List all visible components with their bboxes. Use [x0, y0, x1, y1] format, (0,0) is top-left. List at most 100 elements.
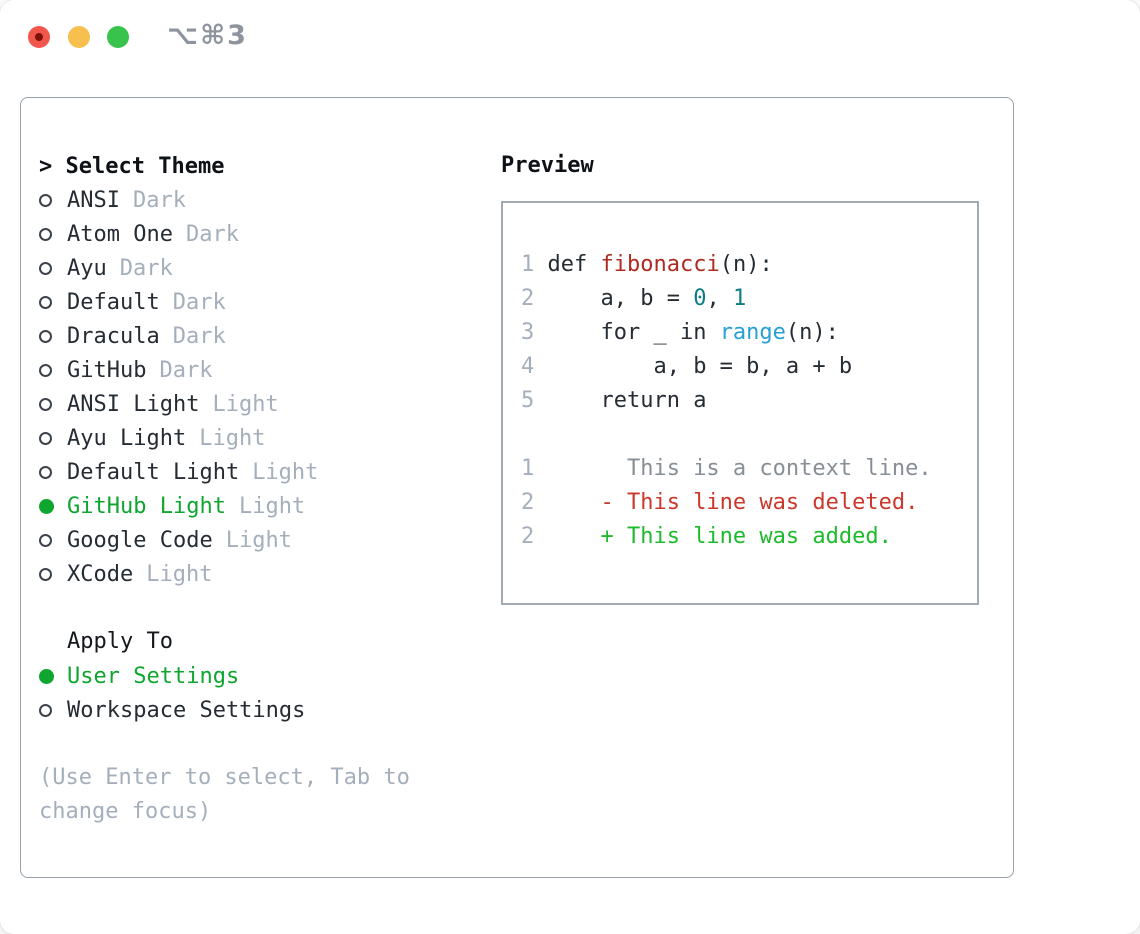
theme-variant-badge: Dark: [172, 323, 226, 349]
preview-header: Preview: [501, 153, 594, 178]
radio-icon: [39, 533, 67, 547]
theme-option-label: ANSI Light: [67, 391, 200, 417]
radio-selected-icon: [39, 668, 67, 684]
theme-option-ansi-light[interactable]: ANSI Light Light: [39, 387, 453, 421]
theme-variant-badge: Light: [225, 527, 292, 553]
line-number: 2: [521, 490, 535, 515]
theme-variant-badge: Dark: [159, 357, 213, 383]
theme-variant-badge: Light: [212, 391, 279, 417]
radio-icon: [39, 397, 67, 411]
code-segment-code: ,: [706, 286, 733, 311]
zoom-button[interactable]: [107, 26, 129, 48]
theme-variant-badge: Dark: [172, 289, 226, 315]
theme-option-ayu[interactable]: Ayu Dark: [39, 251, 453, 285]
theme-option-atom-one[interactable]: Atom One Dark: [39, 217, 453, 251]
line-number: 5: [521, 388, 535, 413]
apply-option-workspace-settings[interactable]: Workspace Settings: [39, 693, 453, 727]
select-theme-header: > Select Theme: [39, 149, 453, 183]
code-line: 1 def fibonacci(n):: [521, 248, 977, 282]
code-segment-code: return a: [534, 388, 707, 413]
code-segment-code: a, b =: [534, 286, 694, 311]
line-number: 1: [521, 456, 535, 481]
apply-option-label: User Settings: [67, 663, 240, 689]
code-line: 1 This is a context line.: [521, 452, 977, 486]
code-line: 2 a, b = 0, 1: [521, 282, 977, 316]
theme-option-github-light[interactable]: GitHub Light Light: [39, 489, 453, 523]
radio-icon: [39, 465, 67, 479]
radio-icon: [39, 227, 67, 241]
theme-variant-badge: Light: [238, 493, 306, 519]
theme-option-default[interactable]: Default Dark: [39, 285, 453, 319]
theme-variant-badge: Light: [199, 425, 266, 451]
code-line: 4 a, b = b, a + b: [521, 350, 977, 384]
theme-variant-badge: Dark: [119, 255, 173, 281]
code-segment-number: 0: [693, 286, 707, 311]
code-segment-function: fibonacci: [600, 252, 720, 277]
code-segment-builtin: range: [719, 320, 786, 345]
line-number: 2: [521, 286, 535, 311]
cursor-caret-icon: >: [39, 153, 66, 179]
radio-icon: [39, 295, 67, 309]
select-theme-label: Select Theme: [65, 153, 225, 179]
theme-option-label: Ayu: [67, 255, 107, 281]
theme-option-google-code[interactable]: Google Code Light: [39, 523, 453, 557]
code-segment-context: This is a context line.: [534, 456, 932, 481]
code-segment-code: (n):: [719, 252, 773, 277]
code-segment-code: for _ in: [534, 320, 720, 345]
code-line: 2 + This line was added.: [521, 520, 977, 554]
theme-option-github[interactable]: GitHub Dark: [39, 353, 453, 387]
theme-option-default-light[interactable]: Default Light Light: [39, 455, 453, 489]
theme-option-label: XCode: [67, 561, 134, 587]
theme-option-label: ANSI: [67, 187, 120, 213]
radio-icon: [39, 703, 67, 717]
theme-option-dracula[interactable]: Dracula Dark: [39, 319, 453, 353]
theme-option-ayu-light[interactable]: Ayu Light Light: [39, 421, 453, 455]
apply-option-label: Workspace Settings: [67, 697, 306, 723]
theme-option-label: Default Light: [67, 459, 240, 485]
theme-variant-badge: Light: [146, 561, 213, 587]
radio-selected-icon: [39, 498, 67, 514]
apply-to-header: Apply To: [67, 629, 173, 654]
theme-variant-badge: Dark: [185, 221, 239, 247]
theme-option-xcode[interactable]: XCode Light: [39, 557, 453, 591]
radio-icon: [39, 193, 67, 207]
titlebar: ⌥⌘3: [0, 0, 1140, 64]
theme-option-label: GitHub: [67, 357, 147, 383]
theme-option-ansi[interactable]: ANSI Dark: [39, 183, 453, 217]
line-number: 3: [521, 320, 535, 345]
radio-icon: [39, 431, 67, 445]
theme-option-label: Ayu Light: [67, 425, 187, 451]
theme-variant-badge: Light: [252, 459, 319, 485]
code-line: [521, 418, 977, 452]
radio-icon: [39, 329, 67, 343]
code-segment-number: 1: [732, 286, 747, 311]
apply-option-user-settings[interactable]: User Settings: [39, 659, 453, 693]
code-segment-deleted: - This line was deleted.: [534, 490, 919, 515]
code-line: 5 return a: [521, 384, 977, 418]
code-segment-code: def: [534, 252, 601, 277]
line-number: 1: [521, 252, 535, 277]
theme-option-label: Dracula: [67, 323, 160, 349]
code-segment-added: + This line was added.: [534, 524, 892, 549]
theme-variant-badge: Dark: [132, 187, 186, 213]
line-number: 4: [521, 354, 535, 379]
line-number: 2: [521, 524, 535, 549]
code-segment-code: a, b = b, a + b: [534, 354, 853, 379]
minimize-button[interactable]: [68, 26, 90, 48]
close-button[interactable]: [28, 26, 50, 48]
radio-icon: [39, 261, 67, 275]
theme-option-label: GitHub Light: [67, 493, 226, 519]
keyboard-hint: (Use Enter to select, Tab to change focu…: [39, 765, 410, 824]
code-segment-code: (n):: [785, 320, 839, 345]
radio-icon: [39, 567, 67, 581]
preview-area: Preview 1 def fibonacci(n):2 a, b = 0, 1…: [501, 149, 979, 605]
theme-option-label: Atom One: [67, 221, 173, 247]
radio-icon: [39, 363, 67, 377]
theme-option-label: Google Code: [67, 527, 213, 553]
theme-option-label: Default: [67, 289, 160, 315]
window-title: ⌥⌘3: [167, 20, 248, 51]
